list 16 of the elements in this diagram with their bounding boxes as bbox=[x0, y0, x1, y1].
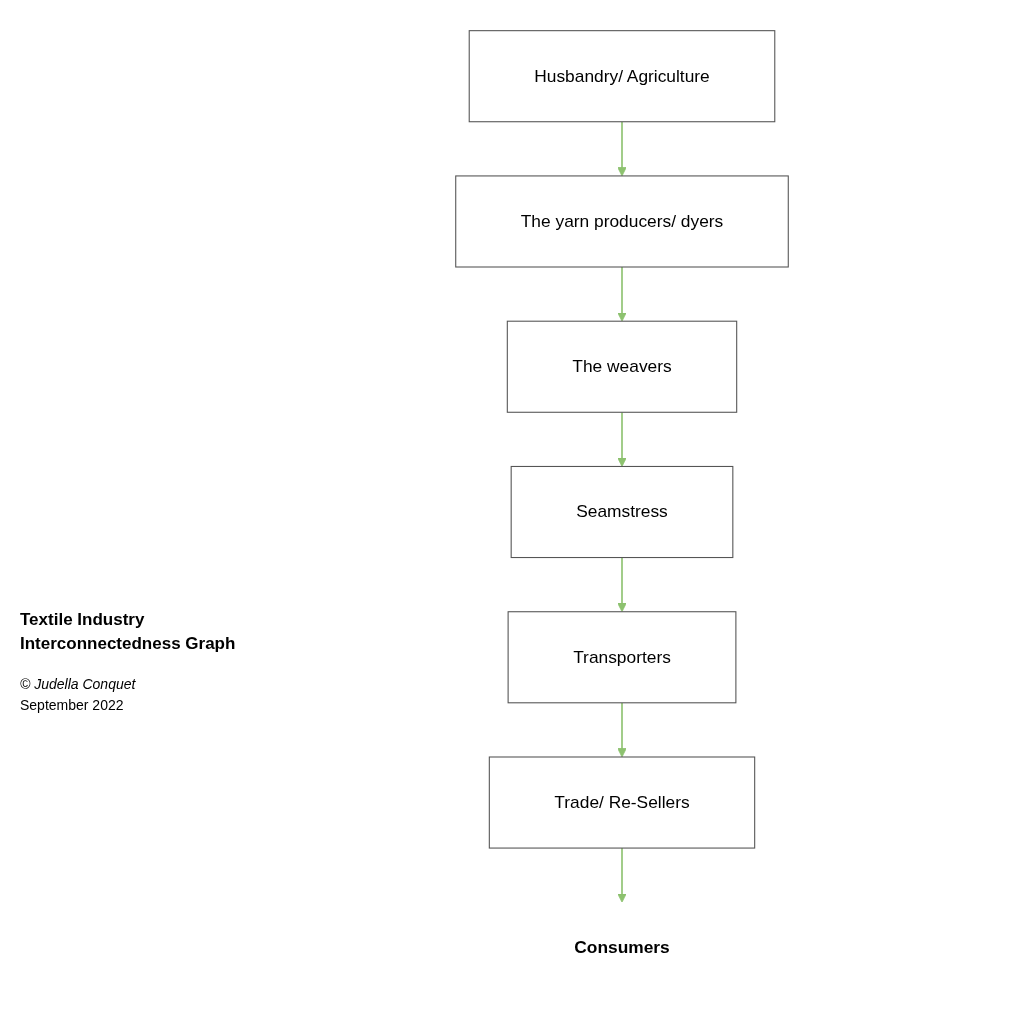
arrow bbox=[617, 556, 627, 613]
arrow bbox=[617, 702, 627, 758]
arrow bbox=[617, 411, 627, 467]
arrow bbox=[617, 120, 627, 177]
diagram-title: Textile Industry Interconnectedness Graph bbox=[20, 609, 237, 655]
date-note: September 2022 bbox=[20, 695, 125, 715]
copyright-note: © Judella Conquet bbox=[20, 674, 137, 694]
node-box: Transporters bbox=[507, 611, 737, 704]
node-box: The yarn producers/ dyers bbox=[455, 175, 789, 268]
node-text: Consumers bbox=[574, 938, 670, 957]
node-box: Seamstress bbox=[510, 465, 734, 559]
arrow bbox=[617, 266, 627, 322]
arrow bbox=[617, 847, 627, 903]
node-box: Trade/ Re-Sellers bbox=[488, 756, 756, 849]
node-box: Husbandry/ Agriculture bbox=[468, 30, 776, 123]
node-box: The weavers bbox=[506, 320, 738, 413]
